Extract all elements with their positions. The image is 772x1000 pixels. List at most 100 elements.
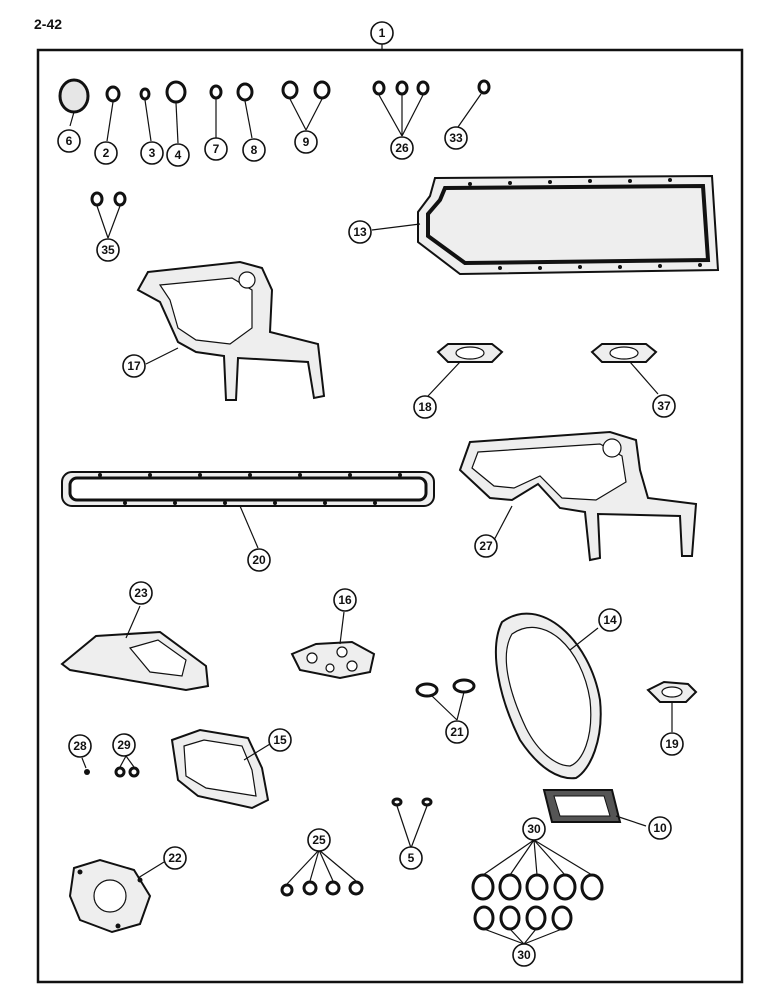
ring-part-25a bbox=[280, 883, 294, 897]
callout-29: 29 bbox=[112, 733, 136, 757]
leader-30-2 bbox=[509, 839, 535, 876]
callout-17-label: 17 bbox=[127, 359, 141, 373]
callout-35-label: 35 bbox=[101, 243, 115, 257]
callout-27-label: 27 bbox=[479, 539, 493, 553]
callout-17: 17 bbox=[122, 354, 146, 378]
ring-part-26a bbox=[372, 80, 386, 96]
callout-25-label: 25 bbox=[312, 833, 326, 847]
plug-part-28 bbox=[84, 769, 90, 775]
callout-26: 26 bbox=[390, 136, 414, 160]
callout-18: 18 bbox=[413, 395, 437, 419]
callout-20: 20 bbox=[247, 548, 271, 572]
callout-35: 35 bbox=[96, 238, 120, 262]
callout-16-label: 16 bbox=[338, 593, 352, 607]
leader-25c bbox=[318, 849, 334, 882]
callout-21: 21 bbox=[445, 720, 469, 744]
gasket-part-22 bbox=[68, 858, 152, 934]
callout-10: 10 bbox=[648, 816, 672, 840]
callout-33: 33 bbox=[444, 126, 468, 150]
leader-26c bbox=[401, 94, 424, 137]
ring-part-30-9 bbox=[551, 905, 573, 931]
ring-part-9b bbox=[313, 80, 331, 100]
callout-5: 5 bbox=[399, 846, 423, 870]
callout-7-label: 7 bbox=[213, 142, 220, 156]
callout-4-label: 4 bbox=[175, 148, 182, 162]
callout-21-label: 21 bbox=[450, 725, 464, 739]
leader-6 bbox=[69, 111, 75, 127]
callout-20-label: 20 bbox=[252, 553, 266, 567]
gasket-part-20 bbox=[61, 471, 435, 507]
callout-19: 19 bbox=[660, 732, 684, 756]
leader-16 bbox=[339, 611, 345, 645]
callout-37: 37 bbox=[652, 394, 676, 418]
leader-26a bbox=[378, 94, 403, 137]
gasket-part-14 bbox=[495, 612, 602, 780]
callout-28: 28 bbox=[68, 734, 92, 758]
ring-part-30-3 bbox=[525, 873, 549, 901]
leader-15 bbox=[243, 743, 271, 761]
ring-part-33 bbox=[477, 79, 491, 95]
leader-20 bbox=[239, 505, 259, 549]
leader-30-9 bbox=[523, 928, 563, 945]
leader-25d bbox=[318, 849, 357, 882]
callout-6: 6 bbox=[57, 129, 81, 153]
callout-2: 2 bbox=[94, 141, 118, 165]
gasket-part-10 bbox=[542, 789, 622, 823]
leader-9a bbox=[289, 98, 307, 131]
clip-part-5a bbox=[391, 797, 403, 807]
ring-part-30-7 bbox=[499, 905, 521, 931]
gasket-part-13 bbox=[417, 174, 720, 276]
callout-9: 9 bbox=[294, 130, 318, 154]
callout-8: 8 bbox=[242, 138, 266, 162]
callout-29-label: 29 bbox=[117, 738, 131, 752]
callout-2-label: 2 bbox=[103, 146, 110, 160]
callout-26-label: 26 bbox=[395, 141, 409, 155]
callout-13: 13 bbox=[348, 220, 372, 244]
leader-29a bbox=[119, 755, 127, 768]
leader-25b bbox=[309, 849, 320, 882]
callout-15-label: 15 bbox=[273, 733, 287, 747]
callout-25: 25 bbox=[307, 828, 331, 852]
clip-part-5b bbox=[421, 797, 433, 807]
callout-16: 16 bbox=[333, 588, 357, 612]
ring-part-25d bbox=[348, 880, 364, 896]
callout-9-label: 9 bbox=[303, 135, 310, 149]
leader-30-5 bbox=[533, 839, 593, 876]
leader-30-6 bbox=[483, 928, 525, 945]
leader-23 bbox=[125, 605, 141, 639]
leader-29b bbox=[125, 755, 135, 768]
callout-30-top-label: 30 bbox=[527, 822, 541, 836]
ring-part-25b bbox=[302, 880, 318, 896]
callout-30-bottom-label: 30 bbox=[517, 948, 531, 962]
seal-part-21a bbox=[415, 682, 439, 698]
callout-8-label: 8 bbox=[251, 143, 258, 157]
callout-28-label: 28 bbox=[73, 739, 87, 753]
callout-23-label: 23 bbox=[134, 586, 148, 600]
callout-15: 15 bbox=[268, 728, 292, 752]
callout-3: 3 bbox=[140, 141, 164, 165]
callout-23: 23 bbox=[129, 581, 153, 605]
leader-33 bbox=[457, 93, 482, 128]
ring-part-8 bbox=[236, 82, 254, 102]
page-number: 2-42 bbox=[34, 16, 63, 32]
leader-17 bbox=[145, 347, 179, 365]
ring-part-30-8 bbox=[525, 905, 547, 931]
ring-part-2 bbox=[105, 85, 121, 103]
leader-5a bbox=[396, 805, 412, 849]
callout-1: 1 bbox=[370, 21, 394, 45]
leader-10 bbox=[615, 815, 647, 827]
gasket-part-16 bbox=[290, 640, 376, 680]
ring-part-7 bbox=[209, 84, 223, 100]
ring-part-26b bbox=[395, 80, 409, 96]
leader-30-1 bbox=[482, 839, 535, 876]
callout-1-label: 1 bbox=[379, 26, 386, 40]
callout-10-label: 10 bbox=[653, 821, 667, 835]
leader-3 bbox=[144, 99, 152, 142]
callout-4: 4 bbox=[166, 143, 190, 167]
leader-28 bbox=[81, 757, 87, 769]
callout-7: 7 bbox=[204, 137, 228, 161]
callout-14-label: 14 bbox=[603, 613, 617, 627]
callout-22: 22 bbox=[163, 846, 187, 870]
leader-27 bbox=[491, 505, 513, 545]
plug-part-29a bbox=[114, 766, 126, 778]
